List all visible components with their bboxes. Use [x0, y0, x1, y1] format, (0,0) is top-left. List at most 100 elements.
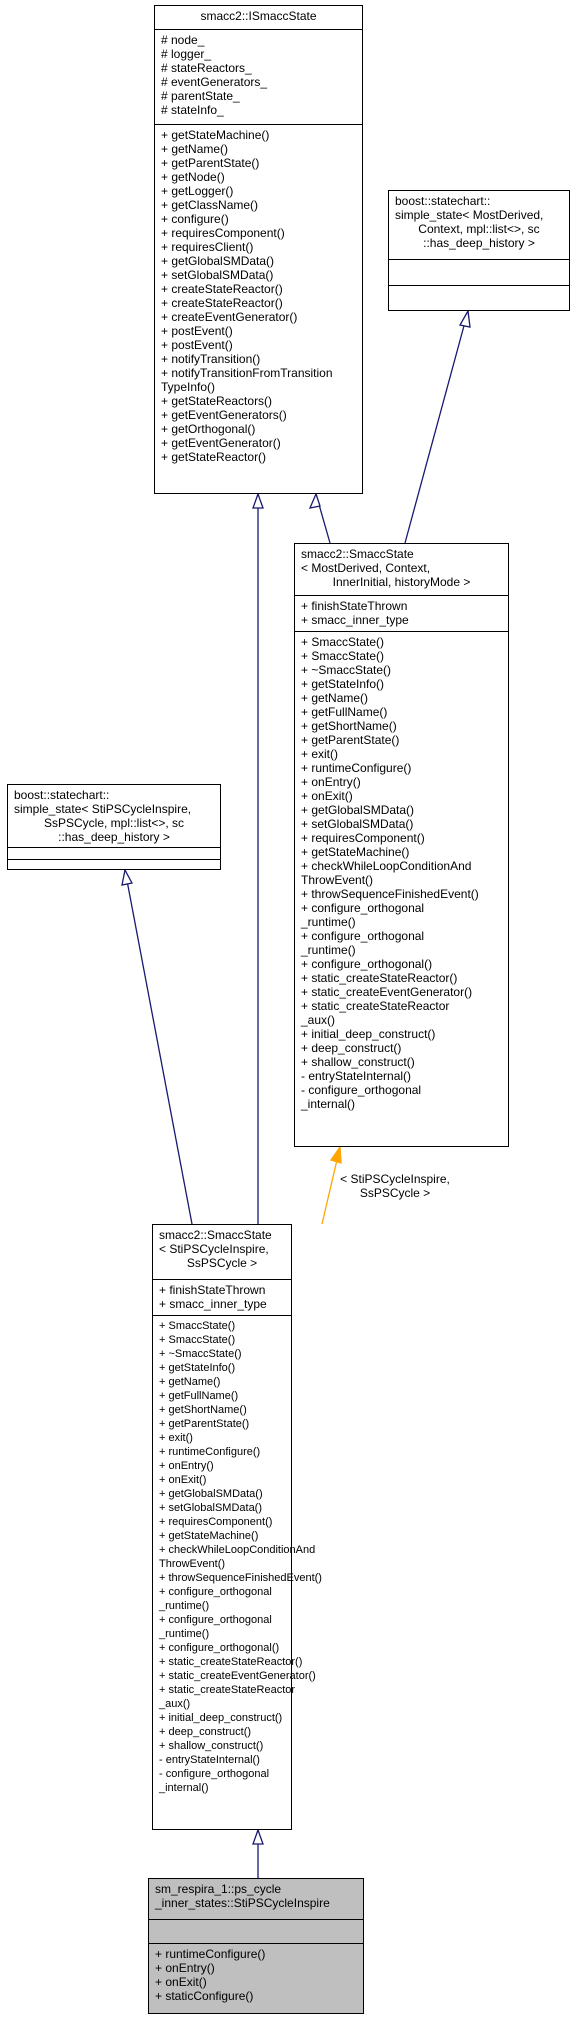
- method: + getGlobalSMData(): [159, 1488, 263, 1500]
- method: _runtime(): [301, 915, 356, 929]
- method: + getFullName(): [301, 705, 388, 719]
- attribute: + finishStateThrown: [159, 1283, 266, 1297]
- boost-left-class-box[interactable]: boost::statechart:: simple_state< StiPSC…: [7, 784, 221, 870]
- method: + runtimeConfigure(): [159, 1446, 261, 1458]
- method: + setGlobalSMData(): [301, 817, 414, 831]
- method: ThrowEvent(): [301, 873, 374, 887]
- attribute: + smacc_inner_type: [159, 1297, 267, 1311]
- method: + onExit(): [155, 1975, 207, 1989]
- method: + SmaccState(): [301, 635, 385, 649]
- method: + getFullName(): [159, 1390, 239, 1402]
- method: + getGlobalSMData(): [161, 254, 275, 268]
- method: + static_createStateReactor(): [301, 971, 458, 985]
- method: - entryStateInternal(): [159, 1754, 260, 1766]
- method: _runtime(): [301, 943, 356, 957]
- smacc-inst-title: smacc2::SmaccState < StiPSCycleInspire, …: [153, 1225, 291, 1279]
- method: + getName(): [159, 1376, 221, 1388]
- template-args-label: < StiPSCycleInspire, SsPSCycle >: [330, 1172, 460, 1200]
- attribute: # parentState_: [161, 89, 240, 103]
- smacc-template-attributes: + finishStateThrown + smacc_inner_type: [295, 595, 508, 631]
- method: + getStateMachine(): [159, 1530, 259, 1542]
- method: + requiresClient(): [161, 240, 254, 254]
- method: + postEvent(): [161, 338, 233, 352]
- method: + getParentState(): [301, 733, 400, 747]
- method: + getStateMachine(): [301, 845, 410, 859]
- method: + onExit(): [159, 1474, 207, 1486]
- method: + createStateReactor(): [161, 296, 283, 310]
- boost-top-title-line: ::has_deep_history >: [423, 236, 535, 250]
- method: + initial_deep_construct(): [301, 1027, 436, 1041]
- method: - configure_orthogonal: [301, 1083, 422, 1097]
- current-title-line: _inner_states::StiPSCycleInspire: [155, 1896, 330, 1910]
- attribute: # stateReactors_: [161, 61, 252, 75]
- method: + static_createEventGenerator(): [301, 985, 473, 999]
- method: - configure_orthogonal: [159, 1768, 270, 1780]
- method: + onEntry(): [301, 775, 361, 789]
- method: + createStateReactor(): [161, 282, 283, 296]
- boost-top-title-line: simple_state< MostDerived,: [395, 208, 544, 222]
- method: ThrowEvent(): [159, 1558, 226, 1570]
- method: + notifyTransition(): [161, 352, 261, 366]
- method: + getParentState(): [161, 156, 260, 170]
- template-args-line-1: < StiPSCycleInspire,: [340, 1172, 450, 1186]
- method: + setGlobalSMData(): [161, 268, 274, 282]
- method: + static_createEventGenerator(): [159, 1670, 316, 1682]
- method: + exit(): [301, 747, 339, 761]
- smacc-inst-attributes: + finishStateThrown + smacc_inner_type: [153, 1279, 291, 1315]
- boost-top-class-box[interactable]: boost::statechart:: simple_state< MostDe…: [388, 190, 570, 311]
- boost-left-title-line: simple_state< StiPSCycleInspire,: [14, 802, 192, 816]
- istate-class-box[interactable]: smacc2::ISmaccState # node_ # logger_ # …: [154, 5, 363, 494]
- method: + static_createStateReactor: [301, 999, 450, 1013]
- boost-top-attributes: [389, 259, 569, 285]
- method: - entryStateInternal(): [301, 1069, 412, 1083]
- current-class-box[interactable]: sm_respira_1::ps_cycle _inner_states::St…: [148, 1878, 364, 2014]
- method: + checkWhileLoopConditionAnd: [159, 1544, 316, 1556]
- smacc-inst-title-line: smacc2::SmaccState: [159, 1228, 272, 1242]
- boost-top-title-line: Context, mpl::list<>, sc: [418, 222, 540, 236]
- smacc-template-methods: + SmaccState() + SmaccState() + ~SmaccSt…: [295, 631, 508, 1114]
- smacc-template-class-box[interactable]: smacc2::SmaccState < MostDerived, Contex…: [294, 543, 509, 1147]
- method: + checkWhileLoopConditionAnd: [301, 859, 472, 873]
- arrowhead-template-to-boost-top: [458, 308, 471, 328]
- attribute: + finishStateThrown: [301, 599, 408, 613]
- method: + getName(): [161, 142, 229, 156]
- method: + setGlobalSMData(): [159, 1502, 263, 1514]
- boost-left-methods: [8, 859, 220, 871]
- boost-top-methods: [389, 285, 569, 312]
- method: + getGlobalSMData(): [301, 803, 415, 817]
- edge-template-to-boost-top: [404, 310, 469, 544]
- method: + configure_orthogonal: [301, 929, 425, 943]
- method: + runtimeConfigure(): [301, 761, 412, 775]
- method: + configure_orthogonal(): [159, 1642, 280, 1654]
- method: + getName(): [301, 691, 369, 705]
- istate-title-line: smacc2::ISmaccState: [200, 9, 317, 23]
- method: + getStateReactors(): [161, 394, 273, 408]
- method: + getEventGenerator(): [161, 436, 281, 450]
- attribute: # stateInfo_: [161, 103, 224, 117]
- smacc-template-title: smacc2::SmaccState < MostDerived, Contex…: [295, 544, 508, 595]
- method: + getShortName(): [301, 719, 397, 733]
- method: + deep_construct(): [159, 1726, 252, 1738]
- boost-left-title: boost::statechart:: simple_state< StiPSC…: [8, 785, 220, 847]
- method: + getStateInfo(): [159, 1362, 236, 1374]
- method: + getNode(): [161, 170, 225, 184]
- method: + runtimeConfigure(): [155, 1947, 266, 1961]
- smacc-inst-class-box[interactable]: smacc2::SmaccState < StiPSCycleInspire, …: [152, 1224, 322, 1830]
- method: + configure_orthogonal: [159, 1586, 272, 1598]
- istate-title: smacc2::ISmaccState: [155, 6, 362, 29]
- method: + throwSequenceFinishedEvent(): [301, 887, 479, 901]
- method: _runtime(): [159, 1600, 210, 1612]
- boost-left-title-line: ::has_deep_history >: [58, 830, 170, 844]
- method: _aux(): [301, 1013, 336, 1027]
- method: + shallow_construct(): [159, 1740, 264, 1752]
- method: _aux(): [159, 1698, 191, 1710]
- method: + configure_orthogonal(): [301, 957, 433, 971]
- istate-attributes: # node_ # logger_ # stateReactors_ # eve…: [155, 29, 362, 124]
- method: + static_createStateReactor(): [159, 1656, 303, 1668]
- method: TypeInfo(): [161, 380, 216, 394]
- method: + getShortName(): [159, 1404, 247, 1416]
- current-methods: + runtimeConfigure() + onEntry() + onExi…: [149, 1943, 363, 2006]
- method: + getClassName(): [161, 198, 259, 212]
- attribute: + smacc_inner_type: [301, 613, 409, 627]
- arrowhead-template-to-istate: [308, 492, 321, 509]
